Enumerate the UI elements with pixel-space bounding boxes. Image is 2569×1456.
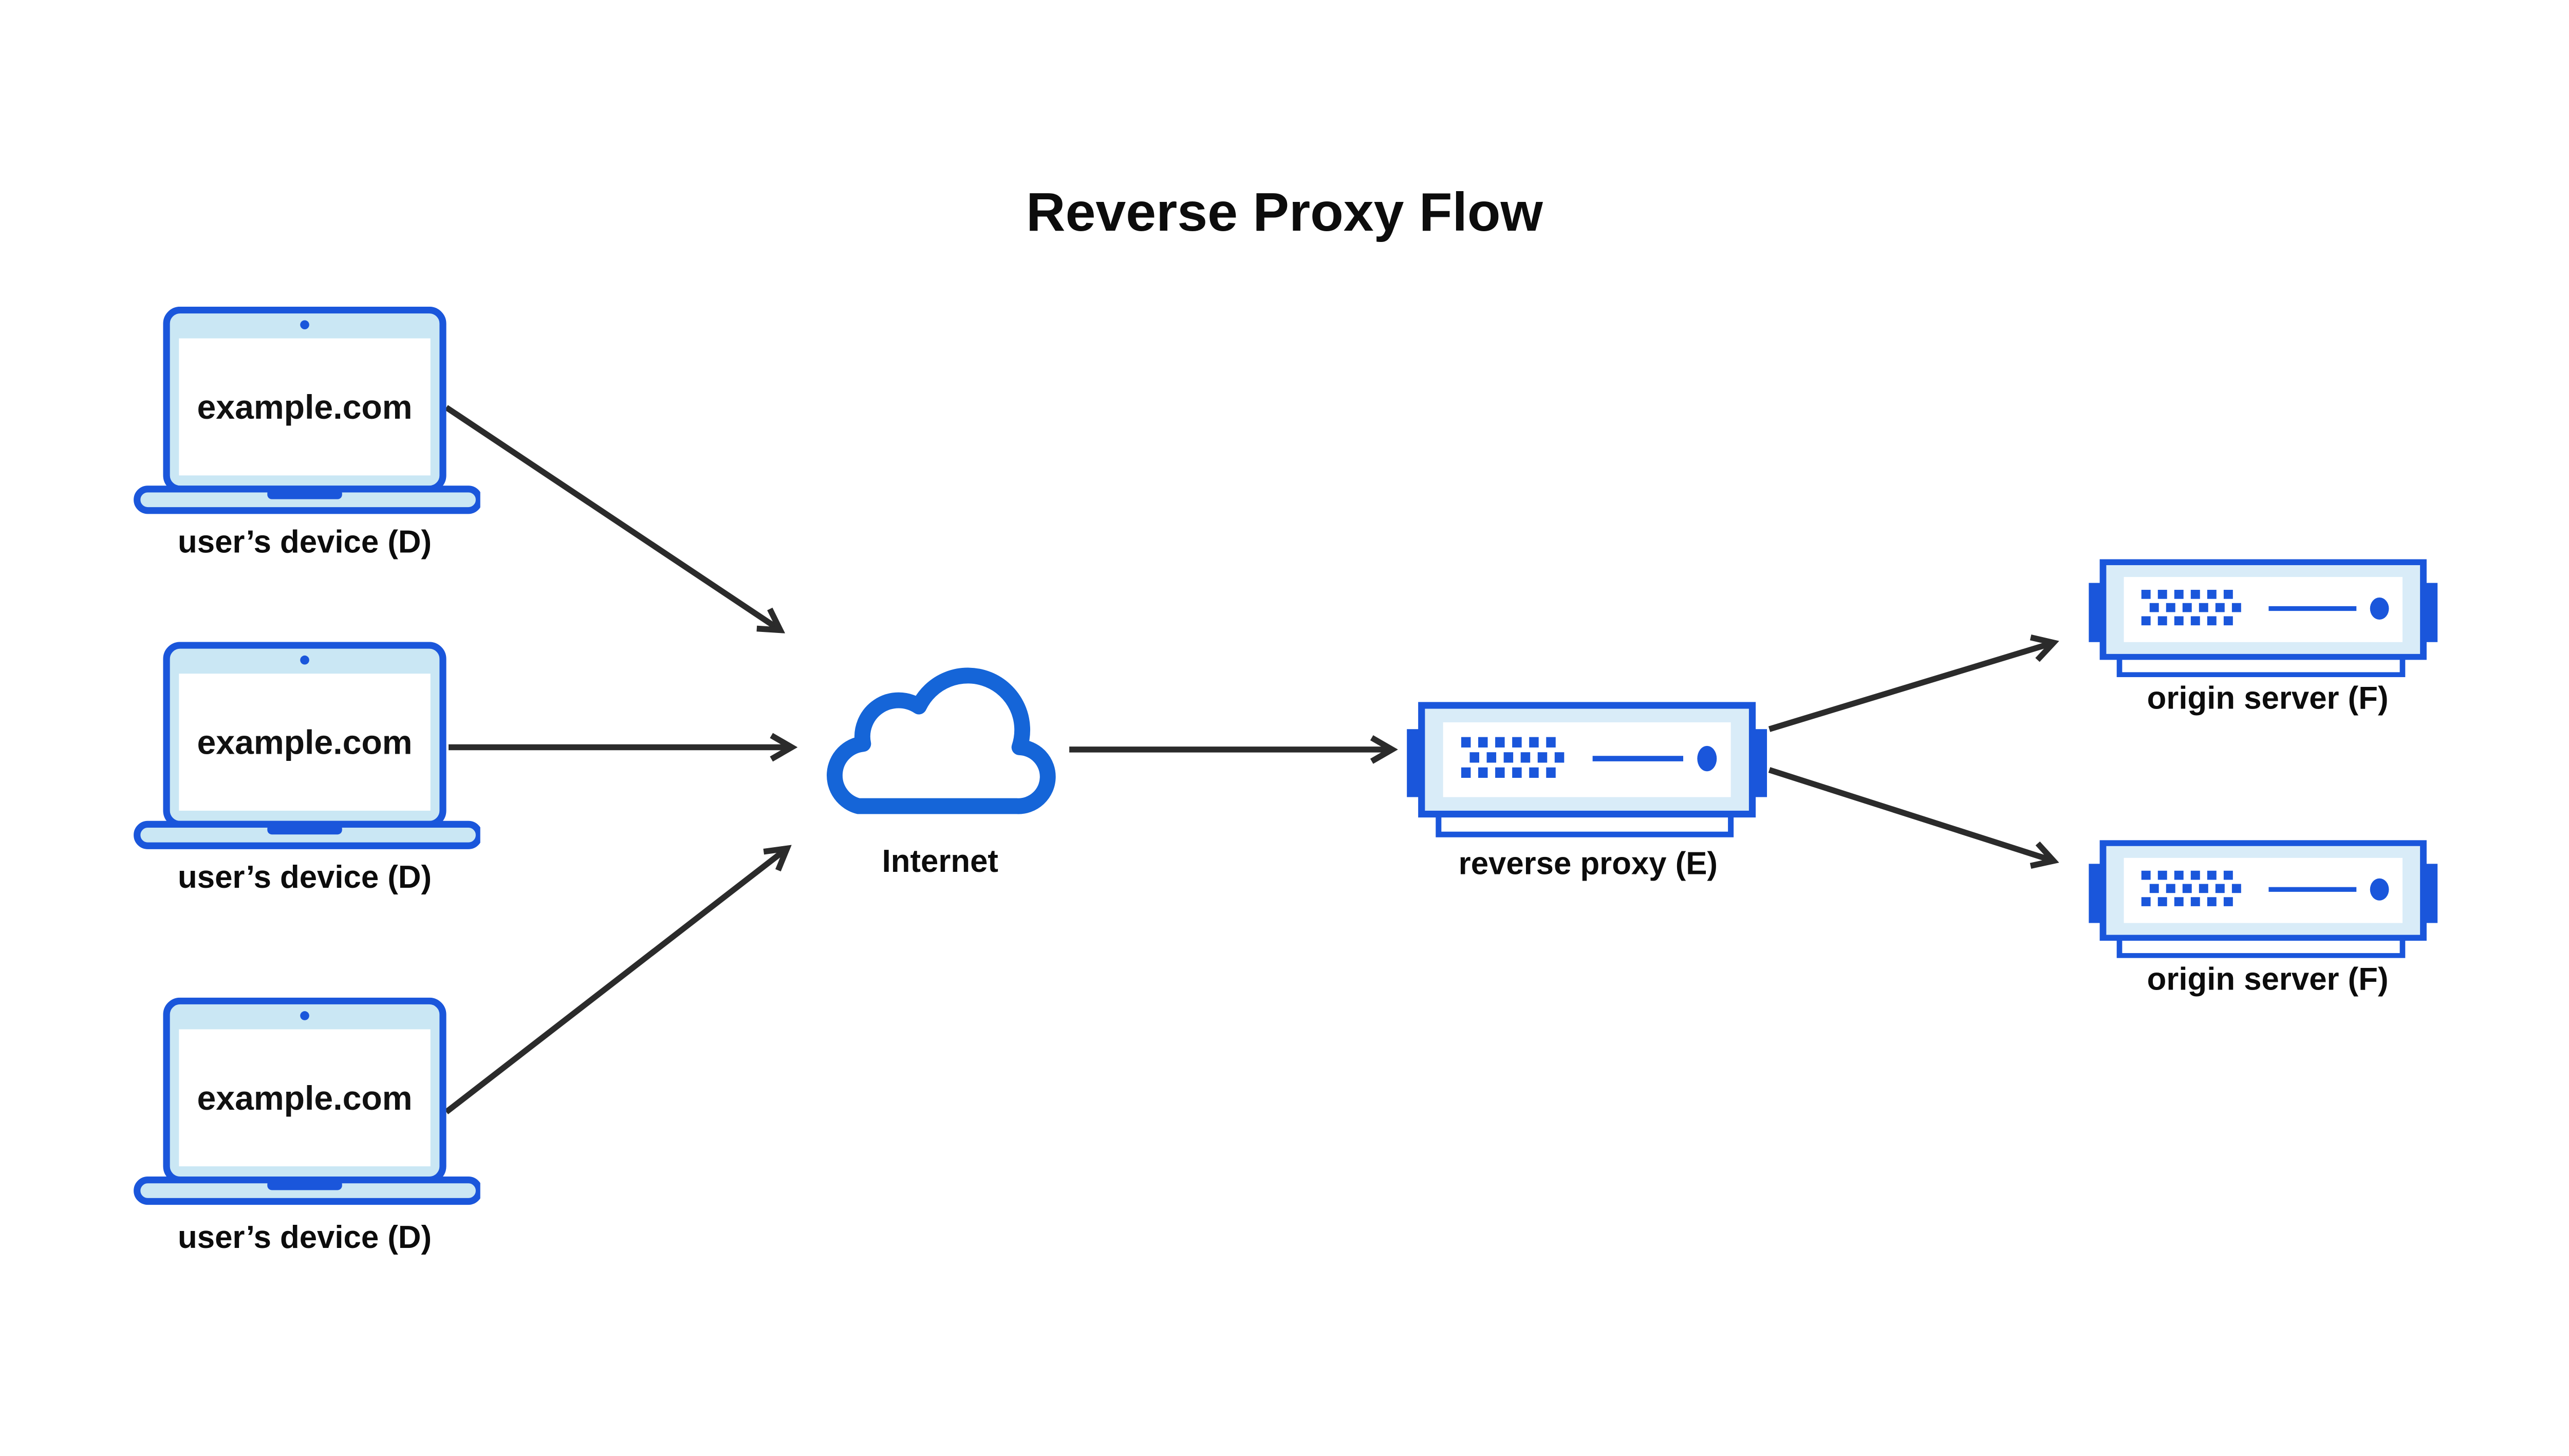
user-device-1: example.com user’s device (D) (137, 310, 479, 559)
page-title: Reverse Proxy Flow (1026, 182, 1543, 242)
arrow-device3-to-internet (444, 849, 786, 1114)
reverse-proxy-label: reverse proxy (E) (1459, 846, 1718, 881)
arrow-reverse-proxy-to-origin2 (1768, 767, 2053, 861)
user-device-label: user’s device (D) (178, 860, 432, 895)
device-screen-text: example.com (197, 1079, 413, 1117)
user-device-label: user’s device (D) (178, 1220, 432, 1255)
origin-server-1: origin server (F) (2089, 562, 2437, 716)
reverse-proxy: reverse proxy (E) (1407, 705, 1767, 881)
connections (444, 405, 2053, 1114)
arrow-reverse-proxy-to-origin1 (1768, 643, 2053, 732)
origin-server-label: origin server (F) (2147, 681, 2389, 716)
user-device-label: user’s device (D) (178, 524, 432, 559)
user-device-3: example.com user’s device (D) (137, 1001, 479, 1255)
origin-server-label: origin server (F) (2147, 961, 2389, 997)
server-icon (2089, 843, 2437, 956)
device-screen-text: example.com (197, 724, 413, 762)
arrow-device1-to-internet (444, 405, 779, 629)
internet-cloud: Internet (827, 667, 1056, 879)
device-screen-text: example.com (197, 388, 413, 426)
origin-server-2: origin server (F) (2089, 843, 2437, 997)
server-icon (2089, 562, 2437, 675)
user-device-2: example.com user’s device (D) (137, 645, 479, 895)
cloud-icon (827, 667, 1056, 814)
server-icon (1407, 705, 1767, 834)
internet-label: Internet (882, 844, 998, 879)
